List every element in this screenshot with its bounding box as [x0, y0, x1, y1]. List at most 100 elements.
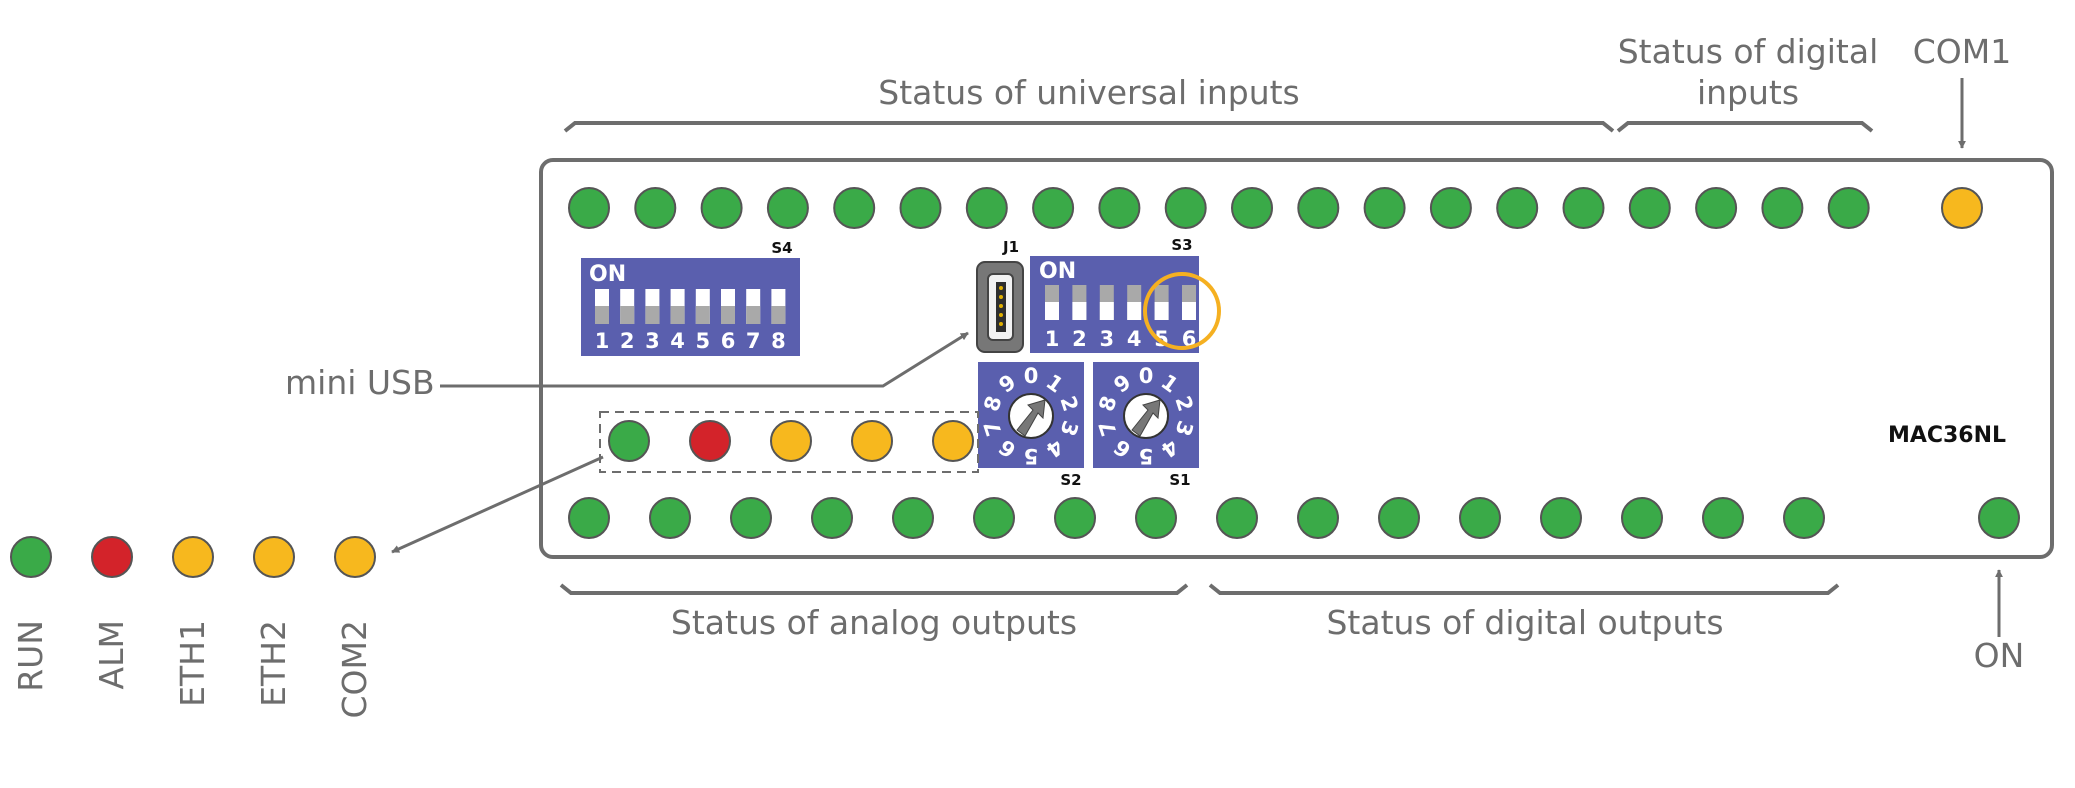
- label-digital-inputs-line1: Status of digital: [1618, 32, 1879, 71]
- legend-led: [91, 536, 133, 578]
- s4-switch-number: 2: [620, 329, 635, 353]
- j1-tag: J1: [1002, 238, 1019, 256]
- status-led-bottom: [973, 497, 1015, 539]
- s4-toggle-knob: [721, 306, 735, 324]
- switch-s4-on-label: ON: [589, 262, 626, 287]
- status-led-top: [1761, 187, 1804, 229]
- label-analog-outputs: Status of analog outputs: [671, 603, 1077, 642]
- bracket-analog-outputs: [559, 583, 1189, 595]
- highlight-circle: [1143, 272, 1221, 350]
- label-com1: COM1: [1913, 32, 2011, 71]
- s3-toggle-knob: [1045, 302, 1059, 320]
- s3-switch-number: 4: [1127, 327, 1142, 351]
- status-led-bottom: [649, 497, 691, 539]
- status-led-top: [1164, 187, 1207, 229]
- status-led-bottom: [811, 497, 853, 539]
- status-led-bottom: [1459, 497, 1501, 539]
- s4-switch-number: 5: [695, 329, 710, 353]
- legend-led: [253, 536, 295, 578]
- s2-dial-pointer-icon: [1016, 399, 1046, 437]
- s3-switch-number: 2: [1072, 327, 1087, 351]
- bottom-led-row: [568, 497, 2020, 539]
- s4-toggle-knob: [620, 306, 635, 324]
- s4-switch-number: 1: [595, 329, 610, 353]
- s1-dial-digit: 8: [1094, 393, 1121, 414]
- legend-led: [172, 536, 214, 578]
- s4-switch-number: 3: [645, 329, 660, 353]
- dip-switch-s4[interactable]: [581, 258, 800, 356]
- legend-label: ALM: [92, 620, 131, 689]
- status-led-top: [634, 187, 677, 229]
- s4-toggle-knob: [746, 306, 761, 324]
- bracket-digital-inputs: [1616, 121, 1874, 133]
- status-led-bottom: [892, 497, 934, 539]
- status-led-group-item: [932, 420, 974, 462]
- status-led-top: [833, 187, 876, 229]
- status-led-top: [1363, 187, 1406, 229]
- label-mini-usb: mini USB: [285, 363, 435, 402]
- status-led-bottom: [1621, 497, 1663, 539]
- status-led-top: [1032, 187, 1075, 229]
- status-led-bottom: [1135, 497, 1177, 539]
- power-on-led: [1978, 497, 2020, 539]
- switch-s1-tag: S1: [1169, 471, 1190, 489]
- s2-dial-digit: 0: [1024, 364, 1039, 388]
- s3-toggle-knob: [1182, 302, 1196, 320]
- label-digital-inputs-line2: inputs: [1697, 73, 1799, 112]
- status-led-top: [1695, 187, 1738, 229]
- s4-switch-number: 4: [670, 329, 685, 353]
- status-led-top: [766, 187, 809, 229]
- s4-switch-number: 6: [721, 329, 736, 353]
- mini-usb-connector[interactable]: [976, 261, 1024, 353]
- status-led-bottom: [1378, 497, 1420, 539]
- s2-dial-digit: 2: [1055, 393, 1082, 414]
- status-led-top: [1827, 187, 1870, 229]
- switch-s3-on-label: ON: [1039, 259, 1076, 284]
- s3-switch-number: 3: [1099, 327, 1114, 351]
- status-led-top: [1231, 187, 1273, 229]
- status-led-group-item: [689, 420, 731, 462]
- status-led-bottom: [730, 497, 772, 539]
- status-led-group-item: [770, 420, 812, 462]
- status-led-bottom: [568, 497, 610, 539]
- status-led-group-item: [851, 420, 893, 462]
- s3-toggle-knob: [1099, 302, 1114, 320]
- s1-dial-digit: 5: [1139, 444, 1154, 468]
- bracket-universal-inputs: [563, 121, 1615, 133]
- model-label: MAC36NL: [1888, 423, 2006, 448]
- s2-dial-digit: 3: [1055, 418, 1082, 439]
- s4-toggle-knob: [645, 306, 660, 324]
- status-led-top: [1562, 187, 1605, 229]
- status-led-bottom: [1297, 497, 1339, 539]
- s1-dial-digit: 0: [1139, 364, 1154, 388]
- arrow-status-legend: [391, 455, 604, 554]
- s4-toggle-knob: [771, 306, 786, 324]
- status-led-top: [700, 187, 743, 229]
- legend-label: RUN: [11, 620, 50, 692]
- legend-label: COM2: [335, 620, 374, 718]
- label-digital-outputs: Status of digital outputs: [1326, 603, 1723, 642]
- s1-dial-digit: 7: [1094, 418, 1121, 439]
- s4-toggle-knob: [695, 306, 710, 324]
- s1-dial-digit: 2: [1170, 393, 1197, 414]
- legend-led: [10, 536, 52, 578]
- s4-switch-number: 8: [771, 329, 786, 353]
- status-led-group-item: [608, 420, 650, 462]
- status-led-top: [1496, 187, 1539, 229]
- com1-led: [1941, 187, 1983, 229]
- status-led-bottom: [1783, 497, 1825, 539]
- s3-toggle-knob: [1127, 302, 1142, 320]
- top-led-row: [568, 187, 1983, 229]
- device-frame: [539, 158, 2054, 559]
- s3-toggle-knob: [1072, 302, 1087, 320]
- switch-s4-tag: S4: [771, 239, 792, 257]
- status-led-top: [1429, 187, 1472, 229]
- label-on: ON: [1974, 636, 2025, 675]
- s2-dial-digit: 5: [1024, 444, 1039, 468]
